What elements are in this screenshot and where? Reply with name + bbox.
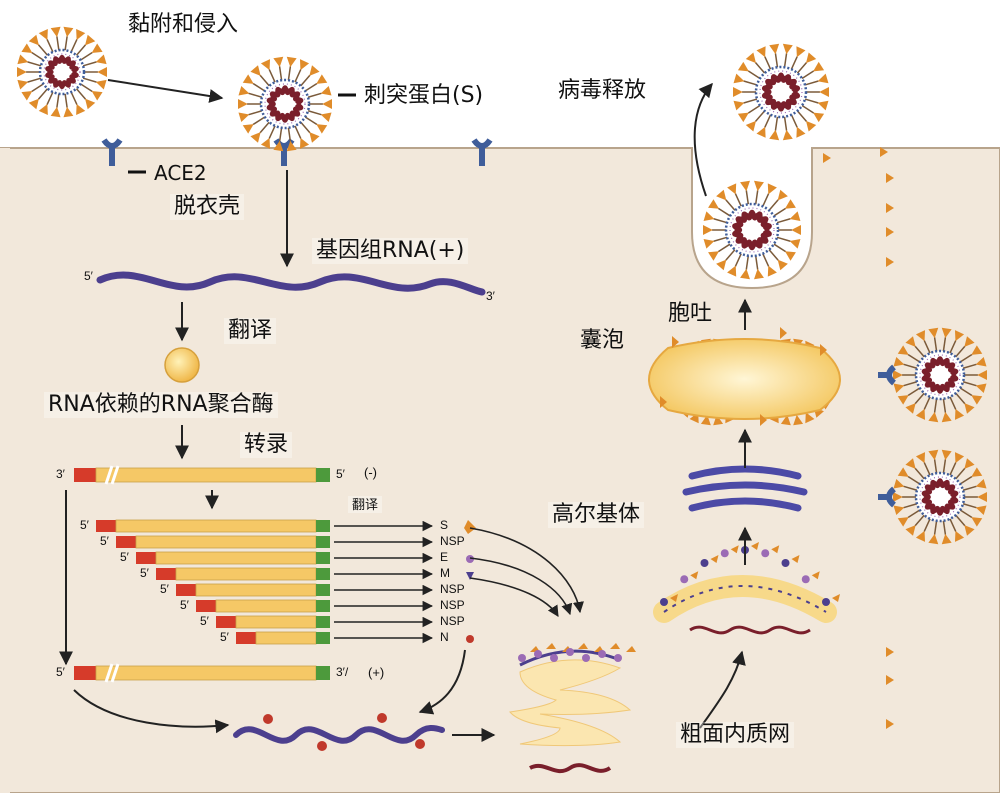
product-label: E (440, 550, 449, 564)
product-label: S (440, 518, 449, 532)
label-genome: 基因组RNA(+) (312, 238, 469, 264)
spike-protein-icon (886, 227, 894, 237)
spike-protein-icon (820, 344, 827, 356)
minus-strand-rna (74, 465, 330, 485)
label-5prime: 5′ (120, 550, 129, 564)
label-minus: (-) (364, 465, 377, 480)
label-3prime-plus: 3′/ (336, 665, 349, 679)
label-vesicle: 囊泡 (580, 328, 625, 353)
plus-strand-rna (74, 663, 330, 683)
product-label: NSP (440, 614, 465, 628)
subgenomic-rna (96, 519, 330, 533)
label-rer: 粗面内质网 (676, 722, 795, 748)
genome-rna-strand (96, 271, 486, 296)
label-5prime: 5′ (220, 630, 229, 644)
subgenomic-rna (236, 631, 330, 645)
label-3prime-minus: 3′ (56, 467, 65, 481)
label-golgi: 高尔基体 (548, 502, 645, 528)
spike-protein-icon (886, 675, 894, 685)
vesicle-icon (648, 338, 841, 420)
spike-protein-icon (886, 173, 894, 183)
label-ace2: ACE2 (154, 161, 207, 185)
ace2-receptor-icon (101, 138, 493, 166)
label-5prime: 5′ (100, 534, 109, 548)
label-5prime: 5′ (200, 614, 209, 628)
label-translate-small: 翻译 (348, 496, 383, 513)
spike-protein-icon (672, 336, 679, 348)
label-release: 病毒释放 (558, 78, 647, 103)
label-5prime: 5′ (140, 566, 149, 580)
label-rdrp: RNA依赖的RNA聚合酶 (44, 392, 278, 418)
label-transcribe: 转录 (240, 432, 293, 458)
spike-protein-icon (660, 396, 667, 408)
label-5prime: 5′ (160, 582, 169, 596)
spike-protein-icon (886, 719, 894, 729)
membrane-protein-icon (466, 572, 474, 580)
virus-bound-icon (893, 449, 987, 545)
subgenomic-rna (196, 599, 330, 613)
ace2-receptor-icon (878, 364, 897, 386)
label-plus: (+) (368, 665, 385, 680)
envelope-protein-icon (466, 555, 474, 563)
virus-attached-icon (238, 56, 332, 152)
label-5prime-minus: 5′ (336, 467, 345, 481)
spike-protein-icon (886, 257, 894, 267)
spike-protein-icon (880, 147, 888, 157)
spike-protein-icon (886, 647, 894, 657)
label-3prime-genome: 3′ (486, 289, 495, 303)
product-label: NSP (440, 582, 465, 596)
label-attach: 黏附和侵入 (128, 12, 239, 37)
label-uncoat: 脱衣壳 (170, 194, 245, 220)
spike-protein-icon (780, 327, 787, 339)
ace2-receptor-icon (878, 486, 897, 508)
subgenomic-rna (216, 615, 330, 629)
nucleocapsid-rna (233, 725, 445, 744)
product-label: NSP (440, 598, 465, 612)
subgenomic-rna (156, 567, 330, 581)
polymerase-icon (164, 347, 200, 383)
label-spike: 刺突蛋白(S) (364, 83, 484, 108)
virus-exocytosis-icon (703, 180, 801, 280)
virus-released-icon (733, 43, 829, 141)
label-exocytosis: 胞吐 (668, 301, 713, 326)
label-5prime-plus: 5′ (56, 665, 65, 679)
er-vesicle-budding (653, 575, 837, 635)
label-5prime: 5′ (180, 598, 189, 612)
spike-protein-icon (464, 520, 476, 534)
product-label: N (440, 630, 449, 644)
product-label: M (440, 566, 450, 580)
label-5prime-genome: 5′ (84, 269, 93, 283)
virus-free-icon (17, 26, 107, 118)
subgenomic-rna (116, 535, 330, 549)
product-label: NSP (440, 534, 465, 548)
label-5prime: 5′ (80, 518, 89, 532)
spike-protein-icon (886, 203, 894, 213)
label-translate: 翻译 (224, 318, 277, 344)
nucleocapsid-protein-icon (466, 635, 474, 643)
subgenomic-rna (176, 583, 330, 597)
subgenomic-rna (136, 551, 330, 565)
spike-protein-icon (823, 153, 831, 163)
spike-protein-icon (760, 414, 767, 426)
virus-bound-icon (893, 327, 987, 423)
golgi-icon (682, 465, 808, 512)
